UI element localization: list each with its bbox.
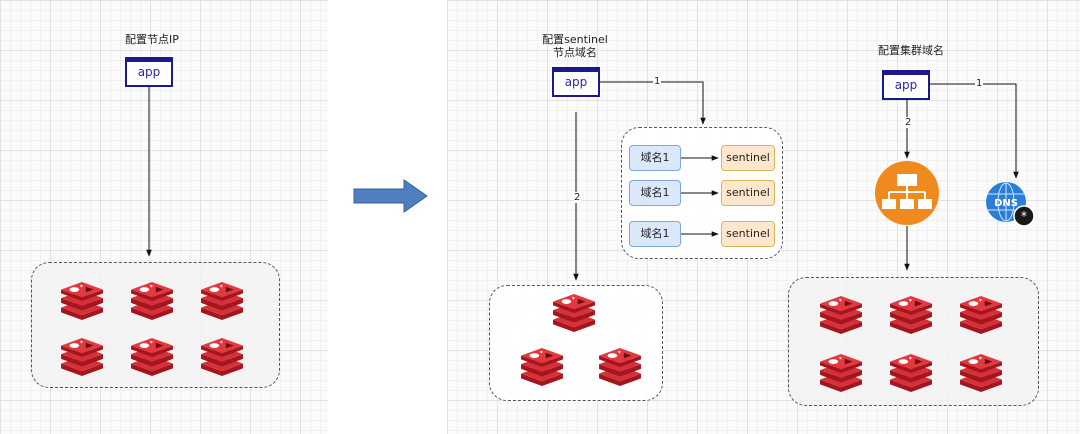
redis-icon — [960, 353, 1002, 393]
sentinel-edge-1-label: 1 — [653, 76, 662, 87]
block-arrow-icon — [353, 179, 428, 213]
left-app-node[interactable]: app — [125, 57, 173, 87]
redis-icon — [960, 295, 1002, 335]
cluster-caption: 配置集群域名 — [878, 44, 944, 57]
domain-box-2[interactable]: 域名1 — [629, 180, 681, 206]
redis-icon — [201, 281, 243, 321]
sentinel-box-2[interactable]: sentinel — [721, 180, 775, 206]
redis-icon — [61, 281, 103, 321]
redis-icon — [201, 337, 243, 377]
sentinel-caption-line2: 节点域名 — [553, 46, 597, 59]
left-caption: 配置节点IP — [125, 33, 179, 46]
cluster-edge-2-label: 2 — [904, 117, 913, 128]
cluster-edge-1-label: 1 — [975, 78, 984, 89]
redis-icon — [553, 293, 595, 333]
redis-icon — [131, 337, 173, 377]
cluster-app-node[interactable]: app — [882, 70, 930, 100]
sentinel-caption-line1: 配置sentinel — [542, 33, 608, 46]
redis-icon — [599, 347, 641, 387]
redis-icon — [521, 347, 563, 387]
sentinel-box-1[interactable]: sentinel — [721, 145, 775, 171]
redis-icon — [890, 353, 932, 393]
domain-box-3[interactable]: 域名1 — [629, 221, 681, 247]
redis-icon — [131, 281, 173, 321]
sentinel-box-3[interactable]: sentinel — [721, 221, 775, 247]
redis-icon — [61, 337, 103, 377]
domain-box-1[interactable]: 域名1 — [629, 145, 681, 171]
redis-icon — [890, 295, 932, 335]
sentinel-app-node[interactable]: app — [552, 67, 600, 97]
sentinel-edge-2-label: 2 — [573, 192, 582, 203]
redis-icon — [820, 353, 862, 393]
redis-icon — [820, 295, 862, 335]
